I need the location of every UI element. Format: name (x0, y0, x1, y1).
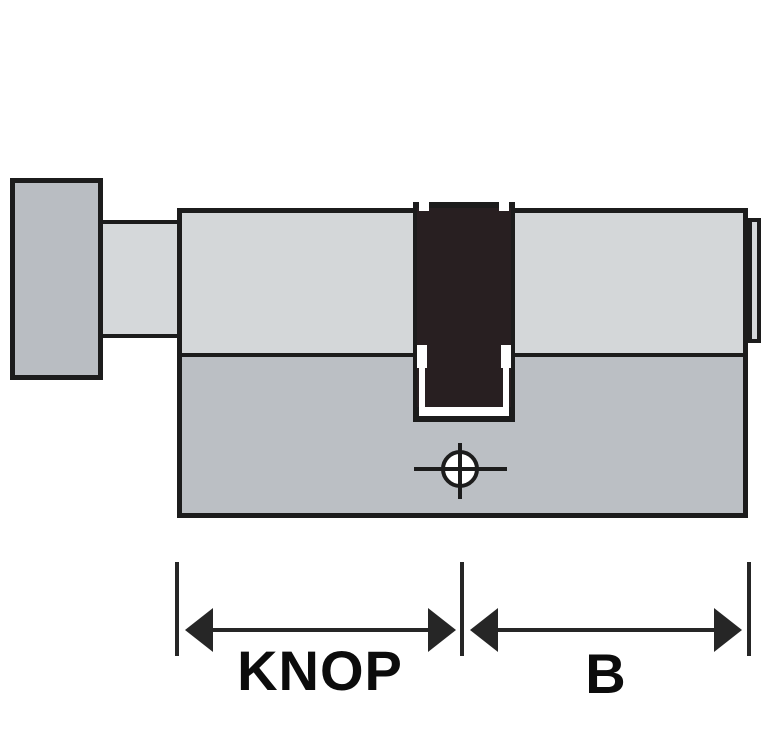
center-mark-vertical-line (458, 443, 462, 499)
cam-slot (413, 202, 515, 422)
cylinder-face-rim (748, 218, 761, 343)
b-arrowhead-right-icon (714, 608, 742, 652)
thumb-turn-knob (10, 178, 103, 380)
knop-arrowhead-right-icon (428, 608, 456, 652)
cam-slot-opening (417, 208, 511, 407)
knop-dimension-line (208, 628, 432, 632)
dimension-tick-left (175, 562, 179, 656)
slot-side-highlight-right (501, 345, 511, 368)
knob-neck (100, 220, 180, 338)
b-dimension-line (494, 628, 718, 632)
slot-u-channel-bottom (419, 407, 509, 416)
b-label: B (585, 642, 627, 705)
dimension-tick-middle (460, 562, 464, 656)
slot-top-notch-right (499, 202, 509, 211)
b-arrowhead-left-icon (470, 608, 498, 652)
knop-label: KNOP (237, 639, 403, 702)
slot-side-highlight-left (417, 345, 427, 368)
knop-arrowhead-left-icon (185, 608, 213, 652)
slot-u-channel-right (503, 368, 509, 416)
dimension-tick-right (747, 562, 751, 656)
slot-top-notch-left (419, 202, 429, 211)
slot-u-channel-left (419, 368, 425, 416)
